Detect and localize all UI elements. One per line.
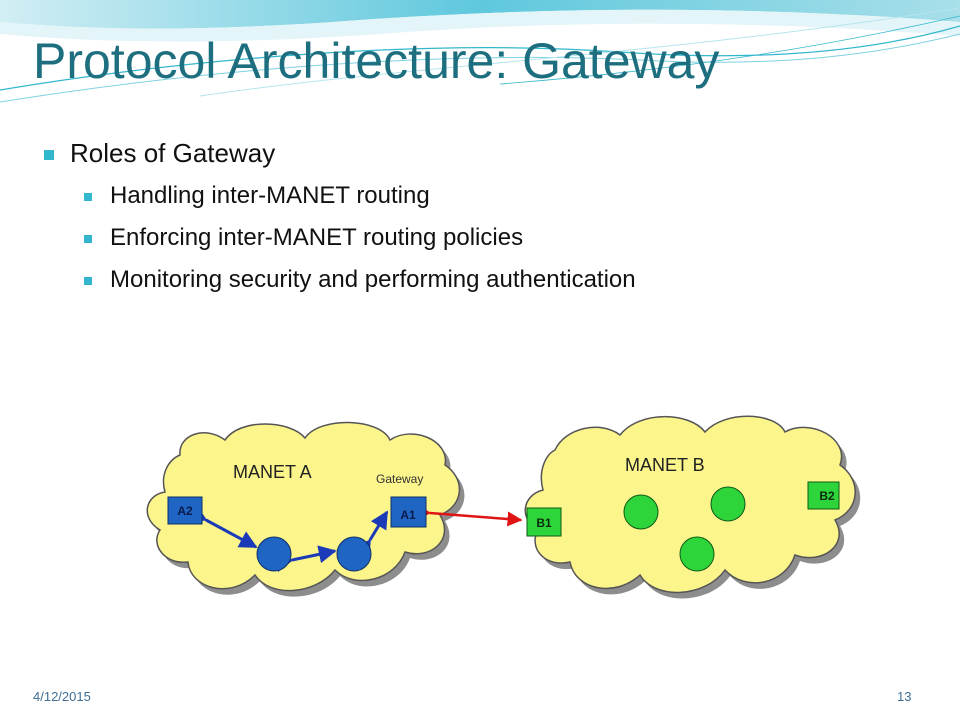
node-b1: B1 <box>526 507 562 537</box>
slide-title: Protocol Architecture: Gateway <box>33 33 720 89</box>
footer-date: 4/12/2015 <box>33 689 91 704</box>
square-bullet-icon <box>84 277 92 285</box>
manet-b-node <box>679 536 715 572</box>
node-b2: B2 <box>807 481 840 510</box>
page-number: 13 <box>897 689 912 704</box>
bullet-sub-item: Enforcing inter-MANET routing policies <box>84 224 636 252</box>
link-a2-node <box>187 504 258 549</box>
node-a2: A2 <box>167 496 203 525</box>
bullet-sub-text: Monitoring security and performing authe… <box>110 266 636 293</box>
link-a1-b1 <box>415 504 523 527</box>
gateway-label: Gateway <box>376 472 423 486</box>
header-wave-decoration <box>0 0 960 103</box>
node-a1-label: A1 <box>400 508 416 522</box>
link-node-a1 <box>353 510 389 559</box>
manet-a-label: MANET A <box>233 462 312 482</box>
bullet-sub-text: Enforcing inter-MANET routing policies <box>110 224 524 251</box>
square-bullet-icon <box>44 150 54 160</box>
node-b2-label: B2 <box>819 489 835 503</box>
manet-a-node <box>256 536 292 572</box>
node-b1-label: B1 <box>536 516 552 530</box>
link-node-node <box>274 545 337 573</box>
manet-b-node <box>623 494 659 530</box>
node-a1: A1 <box>390 496 427 528</box>
node-a2-label: A2 <box>177 504 193 518</box>
bullet-sub-item: Monitoring security and performing authe… <box>84 266 636 294</box>
bullet-sub-item: Handling inter-MANET routing <box>84 182 636 210</box>
square-bullet-icon <box>84 193 92 201</box>
manet-b-label: MANET B <box>625 455 705 475</box>
bullet-sub-text: Handling inter-MANET routing <box>110 182 430 209</box>
bullet-list: Roles of Gateway Handling inter-MANET ro… <box>44 138 636 308</box>
bullet-main-text: Roles of Gateway <box>70 138 276 168</box>
square-bullet-icon <box>84 235 92 243</box>
manet-a-node <box>336 536 372 572</box>
bullet-main: Roles of Gateway <box>44 138 636 169</box>
manet-b-node <box>710 486 746 522</box>
